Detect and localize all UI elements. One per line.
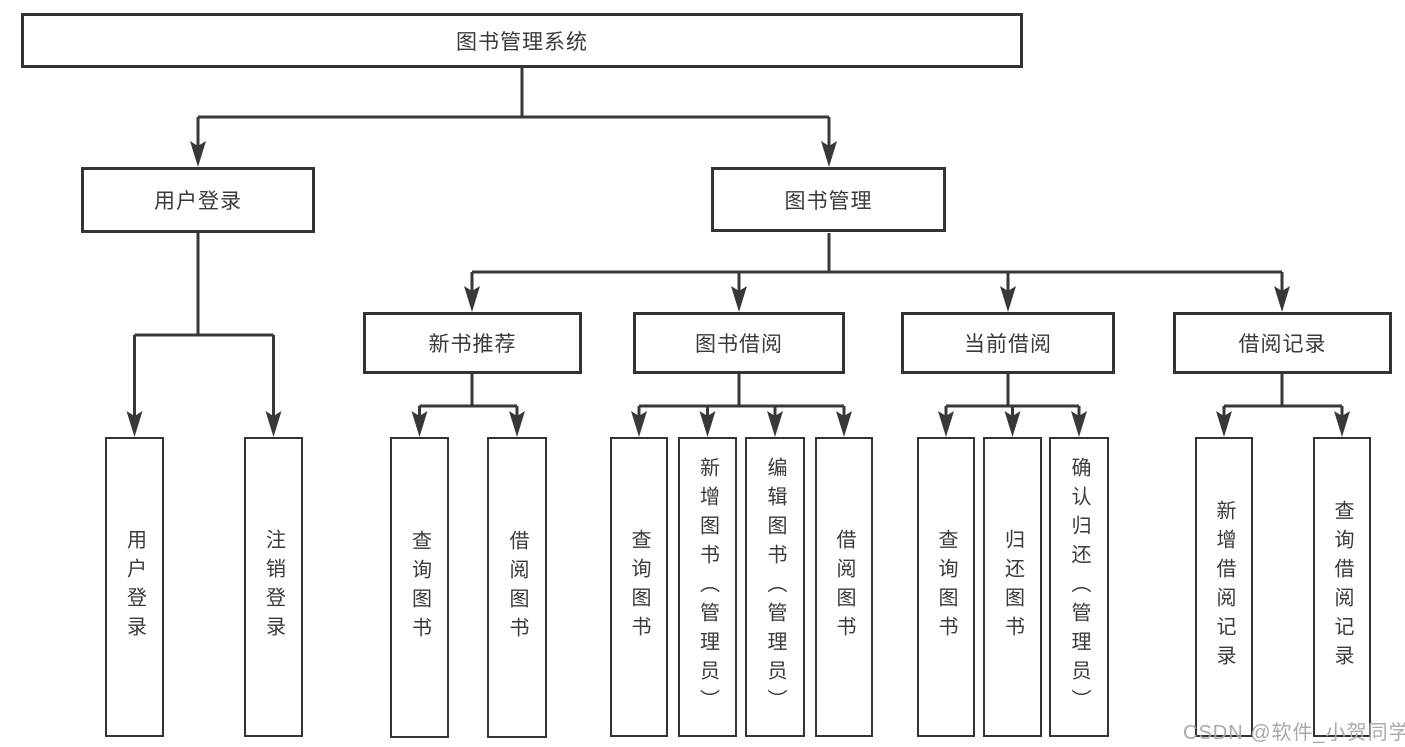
leaf-cb-confirm-return-admin: 确认归还（管理员） [1049, 437, 1109, 737]
leaf-bb-edit-books-admin-label: 编辑图书（管理员） [764, 456, 786, 718]
node-book-management-label: 图书管理 [784, 189, 873, 213]
node-book-borrow-label: 图书借阅 [695, 333, 783, 356]
leaf-cb-query-books: 查询图书 [917, 437, 975, 737]
leaf-bb-query-books-label: 查询图书 [628, 529, 650, 645]
leaf-cb-query-books-label: 查询图书 [935, 529, 957, 645]
leaf-bb-query-books: 查询图书 [610, 437, 668, 737]
leaf-nbr-borrow-books: 借阅图书 [487, 437, 547, 738]
node-user-login: 用户登录 [81, 167, 315, 233]
leaf-nbr-borrow-books-label: 借阅图书 [506, 529, 528, 646]
leaf-cb-return-books-label: 归还图书 [1001, 529, 1024, 645]
leaf-bb-add-books-admin-label: 新增图书（管理员） [696, 456, 719, 718]
csdn-watermark: CSDN @软件_小贺同学 [1183, 722, 1405, 744]
leaf-br-add-borrow-record-label: 新增借阅记录 [1213, 500, 1235, 674]
leaf-logout-label: 注销登录 [262, 529, 285, 645]
leaf-cb-return-books: 归还图书 [983, 437, 1042, 737]
leaf-br-query-borrow-record-label: 查询借阅记录 [1331, 500, 1353, 674]
leaf-user-login-label: 用户登录 [123, 529, 146, 645]
node-book-borrow: 图书借阅 [633, 312, 845, 374]
node-current-borrow: 当前借阅 [901, 312, 1115, 374]
node-root: 图书管理系统 [21, 13, 1023, 68]
node-borrow-records-label: 借阅记录 [1238, 333, 1327, 356]
leaf-bb-add-books-admin: 新增图书（管理员） [678, 437, 737, 737]
node-root-label: 图书管理系统 [456, 30, 588, 54]
node-new-book-recommend-label: 新书推荐 [428, 333, 517, 356]
leaf-bb-borrow-books: 借阅图书 [815, 437, 873, 737]
node-borrow-records: 借阅记录 [1173, 312, 1392, 374]
leaf-nbr-query-books: 查询图书 [390, 437, 449, 738]
node-current-borrow-label: 当前借阅 [964, 333, 1052, 356]
leaf-cb-confirm-return-admin-label: 确认归还（管理员） [1068, 456, 1090, 718]
leaf-nbr-query-books-label: 查询图书 [408, 529, 431, 646]
leaf-bb-borrow-books-label: 借阅图书 [833, 529, 855, 645]
leaf-logout: 注销登录 [244, 437, 303, 737]
leaf-user-login: 用户登录 [105, 437, 164, 737]
node-new-book-recommend: 新书推荐 [363, 312, 582, 374]
leaf-br-query-borrow-record: 查询借阅记录 [1313, 437, 1371, 737]
leaf-br-add-borrow-record: 新增借阅记录 [1195, 437, 1253, 737]
node-user-login-label: 用户登录 [154, 190, 242, 213]
leaf-bb-edit-books-admin: 编辑图书（管理员） [745, 437, 805, 737]
node-book-management: 图书管理 [711, 167, 946, 232]
